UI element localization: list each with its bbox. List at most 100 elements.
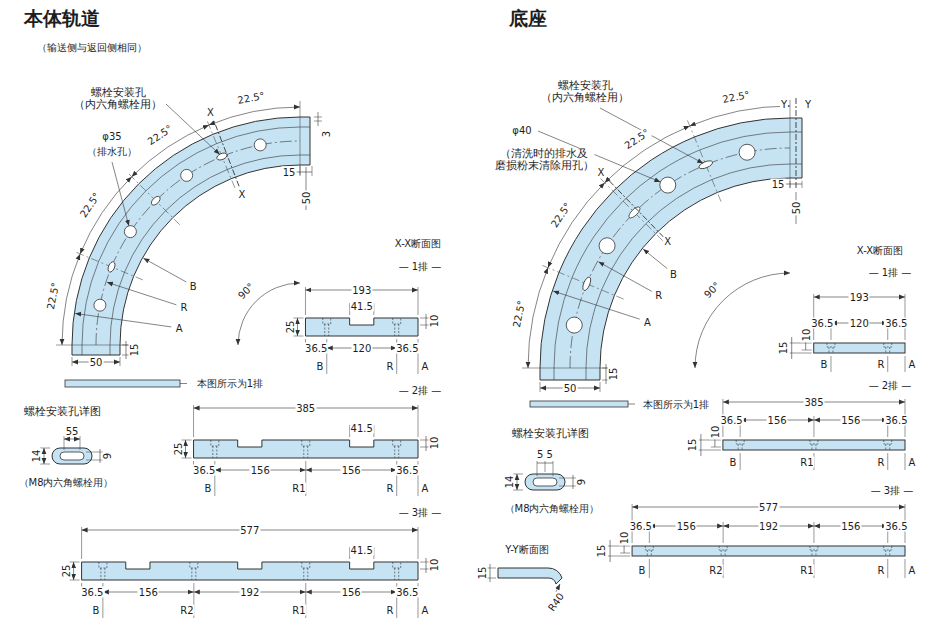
drawing-line	[297, 318, 298, 336]
drawing-line	[723, 522, 724, 543]
reference-mark: Y	[804, 99, 812, 110]
reference-mark: B	[316, 361, 325, 372]
dimension-value: 36.5	[304, 343, 328, 354]
annotation: 螺栓安装孔详图	[23, 406, 102, 418]
drawing-line	[300, 166, 301, 176]
dimension-value: 156	[840, 415, 861, 426]
bolt-hole	[719, 546, 727, 550]
drawing-line	[573, 475, 574, 489]
dimension-value: 15	[777, 341, 788, 356]
drawing-line	[885, 444, 886, 450]
dimension-value: 192	[239, 587, 260, 598]
drawing-line	[426, 558, 427, 573]
center-line	[96, 141, 300, 345]
reference-mark: R1	[799, 565, 814, 576]
drawing-line	[811, 550, 812, 556]
drawing-line	[742, 444, 743, 450]
dimension-value: 25	[61, 564, 72, 579]
drain-hole	[181, 169, 193, 181]
dimension-value: 156	[250, 465, 271, 476]
dimension-value: 36.5	[810, 318, 834, 329]
annotation: （输送侧与返回侧相同）	[36, 42, 148, 53]
drawing-line	[182, 458, 192, 459]
slot-detail	[60, 452, 84, 460]
extension-line	[127, 172, 179, 224]
dimension-value: 15	[129, 343, 140, 358]
drawing-line	[559, 486, 576, 487]
bolt-hole	[884, 343, 892, 347]
drawing-line	[398, 446, 399, 458]
annotation: 本体轨道	[23, 8, 101, 29]
dimension-value: 36.5	[884, 415, 908, 426]
annotation: 本图所示为1排	[642, 399, 710, 410]
drawing-line	[185, 440, 186, 458]
dimension-line	[690, 106, 790, 126]
dimension-value: 36.5	[395, 587, 419, 598]
reference-mark: X	[597, 167, 606, 178]
drawing-line	[120, 357, 121, 366]
drawing-line	[486, 578, 496, 579]
drawing-line	[608, 546, 630, 547]
drawing-line	[126, 341, 127, 359]
single-row-bar	[530, 401, 628, 407]
section-line	[796, 98, 797, 188]
dimension-value: 50	[563, 383, 578, 394]
angle-arc	[695, 273, 790, 368]
bolt-hole	[393, 562, 401, 568]
reference-mark: B	[204, 483, 213, 494]
dimension-value: 120	[849, 318, 870, 329]
annotation: Y-Y断面图	[504, 544, 549, 555]
reference-mark: A	[175, 323, 184, 334]
dimension-value: 36.5	[80, 587, 104, 598]
annotation: （排水孔）	[86, 146, 138, 157]
bolt-hole	[393, 440, 401, 446]
bolt-hole	[645, 546, 653, 550]
drain-hole	[94, 299, 106, 311]
dimension-value: 41.5	[350, 301, 374, 312]
reference-mark: A	[643, 316, 652, 327]
drawing-line	[513, 490, 523, 491]
drawing-line	[104, 568, 105, 580]
drawing-line	[426, 436, 427, 451]
dimension-value: 36.5	[719, 415, 743, 426]
dimension-value: 385	[295, 403, 316, 414]
bolt-slot	[216, 152, 228, 162]
drawing-line	[394, 324, 395, 336]
annotation: — 3排 —	[398, 507, 443, 518]
drain-hole	[124, 226, 136, 238]
dimension-value: 156	[840, 521, 861, 532]
drawing-line	[70, 562, 80, 563]
dimension-value: 50	[301, 191, 312, 206]
dimension-value: 41.5	[350, 545, 374, 556]
base-section	[814, 343, 905, 353]
drawing-line	[296, 172, 312, 173]
dimension-value: 156	[341, 587, 362, 598]
slot-detail	[533, 478, 557, 486]
drawing-line	[418, 527, 419, 559]
drawing-line	[195, 568, 196, 580]
slot-detail	[52, 448, 92, 464]
reference-mark: A	[421, 361, 430, 372]
drawing-line	[608, 556, 630, 557]
drawing-line	[790, 181, 791, 188]
drawing-line	[80, 436, 81, 450]
reference-mark: A	[908, 565, 917, 576]
drawing-line	[802, 181, 803, 188]
drawing-line	[300, 155, 310, 156]
drawing-line	[790, 353, 812, 354]
reference-mark: B	[638, 565, 647, 576]
bolt-hole	[302, 562, 310, 568]
angle-dimension: 22.5°	[548, 199, 573, 229]
annotation: 螺栓安装孔 （内六角螺栓用）	[73, 87, 163, 111]
drawing-line	[537, 463, 553, 464]
dimension-value: 41.5	[350, 423, 374, 434]
drawing-line	[610, 540, 611, 562]
dimension-value: 10	[709, 425, 720, 440]
bolt-hole	[810, 546, 818, 550]
dimension-value: 50	[791, 201, 802, 216]
leader-line	[598, 262, 651, 292]
drawing-line	[790, 343, 812, 344]
reference-mark: A	[421, 483, 430, 494]
slot-detail	[525, 474, 565, 490]
drawing-line	[40, 448, 50, 449]
